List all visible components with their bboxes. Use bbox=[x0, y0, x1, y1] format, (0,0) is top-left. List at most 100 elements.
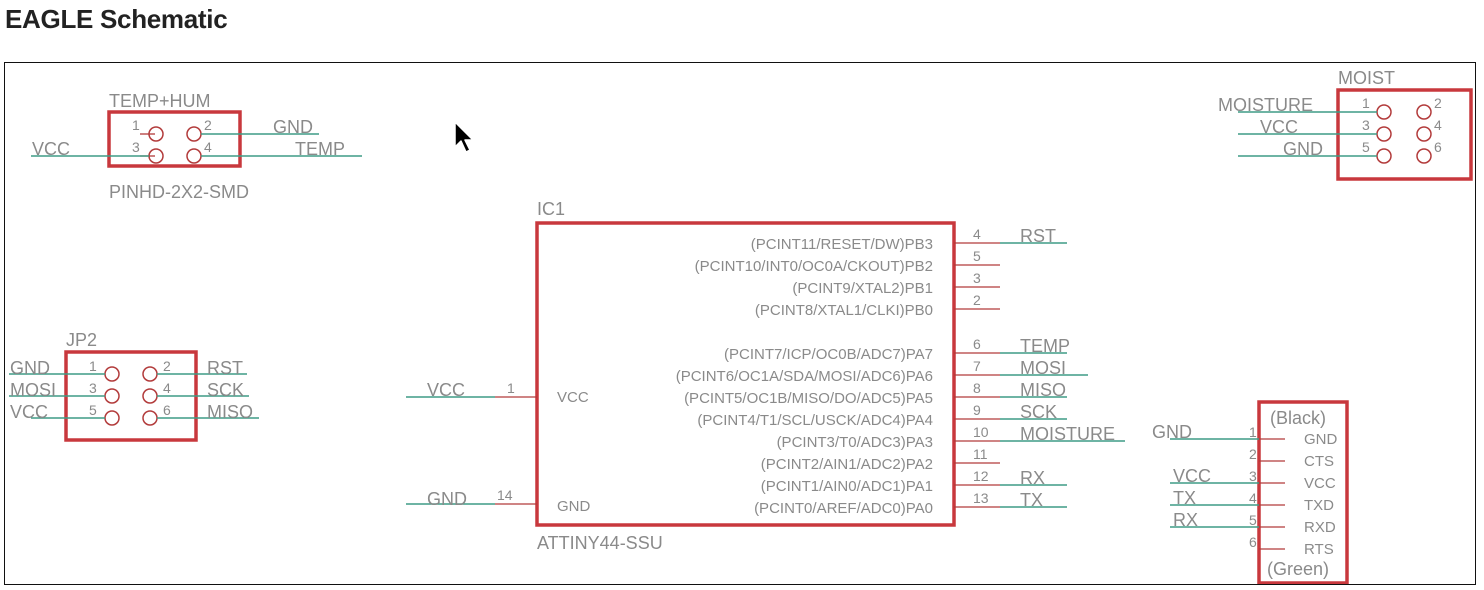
net-label-temp: TEMP bbox=[1020, 336, 1070, 356]
ic1-right-pins: (PCINT11/RESET/DW)PB3 4 RST (PCINT10/INT0/O… bbox=[676, 226, 1125, 517]
net-label-sck: SCK bbox=[207, 380, 244, 400]
ic1-pin-name-vcc: VCC bbox=[557, 389, 589, 406]
ftdi-pin-name: RTS bbox=[1304, 541, 1334, 558]
component-moist[interactable]: MOIST 1 3 5 2 4 6 MOISTURE VCC GND bbox=[1218, 68, 1473, 181]
net-label-rst: RST bbox=[1020, 226, 1056, 246]
moist-pin-2: 2 bbox=[1434, 95, 1442, 111]
ic1-part: ATTINY44-SSU bbox=[537, 533, 663, 553]
temp-hum-pad-4 bbox=[186, 148, 202, 164]
net-label-gnd: GND bbox=[1152, 422, 1192, 442]
ic1-pin-num: 3 bbox=[973, 270, 981, 286]
net-label-tx: TX bbox=[1020, 490, 1043, 510]
temp-hum-pin-3: 3 bbox=[132, 139, 140, 155]
ic1-pin-num: 13 bbox=[973, 490, 989, 506]
moist-name: MOIST bbox=[1338, 68, 1395, 88]
ic1-pin-num: 8 bbox=[973, 380, 981, 396]
temp-hum-name: TEMP+HUM bbox=[109, 91, 211, 111]
ic1-pin-num: 6 bbox=[973, 336, 981, 352]
net-label-gnd: GND bbox=[1283, 139, 1323, 159]
net-label-rx: RX bbox=[1173, 510, 1198, 530]
component-ic1[interactable]: IC1 ATTINY44-SSU 1 14 VCC GND VCC GND (P… bbox=[406, 199, 1125, 553]
ic1-pin-label: (PCINT9/XTAL2)PB1 bbox=[792, 280, 933, 297]
net-label-vcc: VCC bbox=[32, 139, 70, 159]
net-label-mosi: MOSI bbox=[10, 380, 56, 400]
net-label-gnd: GND bbox=[10, 358, 50, 378]
ic1-pin-num: 2 bbox=[973, 292, 981, 308]
net-label-vcc: VCC bbox=[1260, 117, 1298, 137]
net-label-mosi: MOSI bbox=[1020, 358, 1066, 378]
page-title: EAGLE Schematic bbox=[5, 4, 228, 34]
ic1-pin-label: (PCINT10/INT0/OC0A/CKOUT)PB2 bbox=[695, 258, 933, 275]
jp2-pin-4: 4 bbox=[163, 380, 171, 396]
net-label-moisture: MOISTURE bbox=[1218, 95, 1313, 115]
net-label-rst: RST bbox=[207, 358, 243, 378]
component-ftdi[interactable]: (Black) (Green) 1 GND GND 2 CTS 3 VCC VCC 4 TXD TX… bbox=[1152, 400, 1349, 584]
net-label-vcc: VCC bbox=[10, 402, 48, 422]
ftdi-pin-name: VCC bbox=[1304, 475, 1336, 492]
moist-pin-3: 3 bbox=[1362, 117, 1370, 133]
ftdi-pin-num: 6 bbox=[1249, 534, 1257, 550]
ftdi-body bbox=[1257, 400, 1349, 584]
schematic-drawing: TEMP+HUM 1 3 2 4 VCC GND TEMP PINHD-2X2-… bbox=[9, 68, 1473, 584]
ic1-body bbox=[535, 221, 956, 527]
ic1-pin-num: 9 bbox=[973, 402, 981, 418]
net-label-gnd: GND bbox=[427, 489, 467, 509]
ftdi-pin-name: RXD bbox=[1304, 519, 1336, 536]
ic1-pin-label: (PCINT4/T1/SCL/USCK/ADC4)PA4 bbox=[697, 412, 933, 429]
ftdi-pin-num: 3 bbox=[1249, 468, 1257, 484]
jp2-pin-1: 1 bbox=[89, 358, 97, 374]
ic1-pin-label: (PCINT0/AREF/ADC0)PA0 bbox=[754, 500, 933, 517]
ic1-pin-num: 4 bbox=[973, 226, 981, 242]
ic1-pin-label: (PCINT5/OC1B/MISO/DO/ADC5)PA5 bbox=[684, 390, 933, 407]
ic1-pin-label: (PCINT7/ICP/OC0B/ADC7)PA7 bbox=[724, 346, 933, 363]
temp-hum-body bbox=[107, 110, 242, 168]
ftdi-top-label: (Black) bbox=[1270, 408, 1326, 428]
ic1-pin-num: 7 bbox=[973, 358, 981, 374]
temp-hum-package: PINHD-2X2-SMD bbox=[109, 182, 249, 202]
temp-hum-pin-4: 4 bbox=[204, 139, 212, 155]
component-jp2[interactable]: JP2 1 3 5 2 4 6 GND MOSI VCC RST SCK MIS… bbox=[9, 330, 259, 442]
ic1-pin-label: (PCINT11/RESET/DW)PB3 bbox=[751, 236, 933, 253]
net-label-miso: MISO bbox=[207, 402, 253, 422]
ftdi-pin-name: CTS bbox=[1304, 453, 1334, 470]
moist-pin-6: 6 bbox=[1434, 139, 1442, 155]
ftdi-bottom-label: (Green) bbox=[1267, 559, 1329, 579]
ftdi-pin-num: 1 bbox=[1249, 424, 1257, 440]
ic1-pin-num: 12 bbox=[973, 468, 989, 484]
ftdi-pin-name: TXD bbox=[1304, 497, 1334, 514]
schematic-canvas[interactable]: TEMP+HUM 1 3 2 4 VCC GND TEMP PINHD-2X2-… bbox=[4, 62, 1476, 585]
ic1-pin-num: 11 bbox=[973, 446, 988, 462]
ic1-pin-label: (PCINT2/AIN1/ADC2)PA2 bbox=[761, 456, 933, 473]
jp2-pin-5: 5 bbox=[89, 402, 97, 418]
net-label-miso: MISO bbox=[1020, 380, 1066, 400]
ic1-pin-label: (PCINT1/AIN0/ADC1)PA1 bbox=[761, 478, 933, 495]
ftdi-pin-name: GND bbox=[1304, 431, 1338, 448]
temp-hum-pin-2: 2 bbox=[204, 117, 212, 133]
temp-hum-pad-2 bbox=[186, 126, 202, 142]
moist-pin-1: 1 bbox=[1362, 95, 1370, 111]
mouse-pointer-icon bbox=[454, 121, 474, 153]
net-label-tx: TX bbox=[1173, 488, 1196, 508]
ic1-pin-num: 5 bbox=[973, 248, 981, 264]
net-label-rx: RX bbox=[1020, 468, 1045, 488]
net-label-vcc: VCC bbox=[427, 380, 465, 400]
ic1-pin-label: (PCINT8/XTAL1/CLKI)PB0 bbox=[755, 302, 933, 319]
ic1-pin-label: (PCINT6/OC1A/SDA/MOSI/ADC6)PA6 bbox=[676, 368, 933, 385]
moist-pin-4: 4 bbox=[1434, 117, 1442, 133]
moist-pin-5: 5 bbox=[1362, 139, 1370, 155]
ic1-pin-num-14: 14 bbox=[497, 487, 513, 503]
jp2-pin-6: 6 bbox=[163, 402, 171, 418]
net-label-gnd: GND bbox=[273, 117, 313, 137]
jp2-pin-3: 3 bbox=[89, 380, 97, 396]
ftdi-pin-num: 2 bbox=[1249, 446, 1257, 462]
net-label-sck: SCK bbox=[1020, 402, 1057, 422]
ic1-pin-label: (PCINT3/T0/ADC3)PA3 bbox=[777, 434, 933, 451]
component-temp-hum[interactable]: TEMP+HUM 1 3 2 4 VCC GND TEMP PINHD-2X2-… bbox=[31, 91, 362, 202]
jp2-pin-2: 2 bbox=[163, 358, 171, 374]
temp-hum-pad-1 bbox=[148, 126, 164, 142]
ic1-pin-name-gnd: GND bbox=[557, 498, 591, 515]
ftdi-pin-num: 4 bbox=[1249, 490, 1257, 506]
net-label-moisture: MOISTURE bbox=[1020, 424, 1115, 444]
net-label-vcc: VCC bbox=[1173, 466, 1211, 486]
